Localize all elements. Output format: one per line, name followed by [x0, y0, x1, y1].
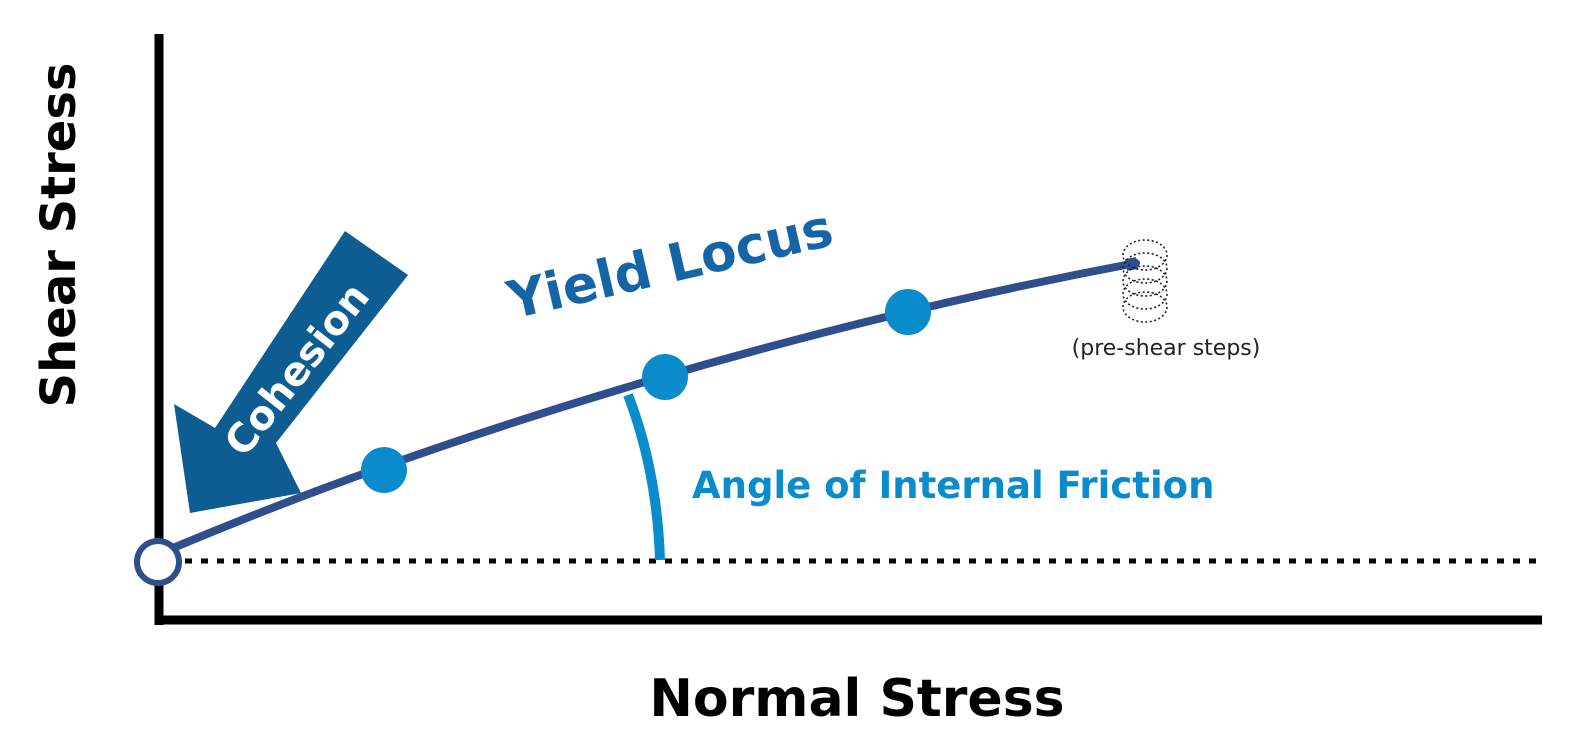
- yield-point: [361, 447, 407, 493]
- y-axis-title: Shear Stress: [31, 63, 87, 408]
- cohesion-arrow-label: Cohesion: [216, 274, 379, 465]
- x-axis-title: Normal Stress: [649, 669, 1064, 729]
- pre-shear-steps-label: (pre-shear steps): [1072, 336, 1261, 361]
- yield-locus-curve: [169, 259, 1140, 552]
- yield-locus-end-tick: [1124, 257, 1139, 271]
- yield-point: [885, 289, 931, 335]
- friction-angle-arc: [623, 393, 665, 561]
- yield-point: [642, 354, 688, 400]
- pre-shear-steps-icon: [1122, 239, 1168, 323]
- friction-angle-label: Angle of Internal Friction: [692, 464, 1214, 507]
- cohesion-arrow: [174, 231, 408, 513]
- origin-marker: [134, 538, 182, 586]
- yield-locus-label: Yield Locus: [501, 199, 839, 332]
